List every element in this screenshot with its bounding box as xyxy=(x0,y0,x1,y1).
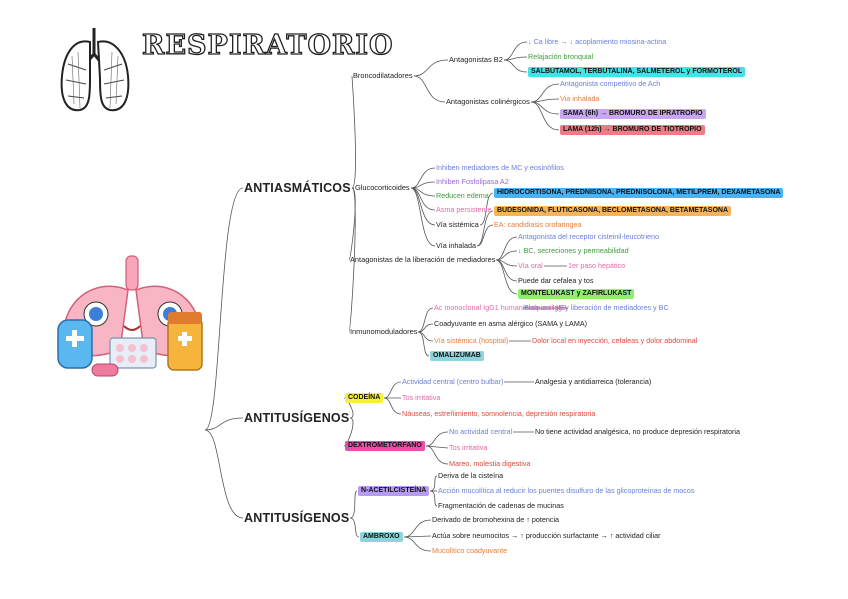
node-antitusigenos2: ANTITUSÍGENOS xyxy=(244,511,350,525)
node-dextro-1: No actividad central xyxy=(449,427,513,436)
connector-broncodilatadores xyxy=(351,75,356,189)
connector-gluco-6b xyxy=(476,224,494,247)
node-colin-4: LAMA (12h) → BROMURO DE TIOTROPIO xyxy=(560,125,705,135)
connector-gluco-1 xyxy=(410,167,436,189)
node-codeina-3: Náuseas, estreñimiento, somnolencia, dep… xyxy=(402,409,596,418)
node-nacetil-3: Fragmentación de cadenas de mucinas xyxy=(438,501,564,510)
connector-inmuno-4 xyxy=(417,331,430,357)
node-leuco: Antagonistas de la liberación de mediado… xyxy=(350,255,496,264)
node-nacetil-2: Acción mucolítica al reducir los puentes… xyxy=(438,486,695,495)
node-gluco-6b: EA: candidiasis orofaringea xyxy=(494,220,582,229)
node-b2-2: Relajación bronquial xyxy=(528,52,594,61)
cartoon-lungs-pills-illustration xyxy=(57,255,203,377)
connector-gluco-6a xyxy=(476,210,494,247)
connector-gluco-5a xyxy=(479,192,494,226)
node-inmuno-3: Vía sistémica (hospital) xyxy=(434,336,509,345)
connector-inmuno-2 xyxy=(417,323,434,333)
node-gluco: Glucocorticoides xyxy=(355,183,410,192)
connector-leuco xyxy=(348,187,356,261)
node-colin: Antagonistas colinérgicos xyxy=(446,97,530,106)
connector-b2-3 xyxy=(503,59,528,73)
node-b2: Antagonistas B2 xyxy=(449,55,503,64)
connector-b2-1 xyxy=(503,41,528,61)
node-nacetil-1: Deriva de la cisteína xyxy=(438,471,504,480)
node-inmuno-3a: Dolor local en inyección, cefaleas y dol… xyxy=(532,336,698,345)
node-dextro-1a: No tiene actividad analgésica, no produc… xyxy=(535,427,740,436)
node-leuco-4: Puede dar cefalea y tos xyxy=(518,276,594,285)
connector-b2 xyxy=(413,59,449,77)
node-leuco-3a: 1er paso hepático xyxy=(568,261,626,270)
node-codeina-1: Actividad central (centro bulbar) xyxy=(402,377,504,386)
connector-antitusigenos2 xyxy=(204,429,244,519)
connector-ambroxo-3 xyxy=(403,536,432,552)
node-antiasmaticos: ANTIASMÁTICOS xyxy=(244,181,351,195)
connector-colin xyxy=(413,75,446,103)
node-inmuno-1: Ac monoclonal IgG1 humanizado anti-IgE xyxy=(434,303,567,312)
node-colin-3: SAMA (6h) → BROMURO DE IPRATROPIO xyxy=(560,109,706,119)
lungs-sketch-icon xyxy=(60,28,130,112)
node-leuco-5: MONTELUKAST y ZAFIRLUKAST xyxy=(518,289,635,299)
node-codeina: CODEÍNA xyxy=(345,393,384,403)
node-broncodilatadores: Broncodilatadores xyxy=(353,71,413,80)
connector-leuco-4 xyxy=(495,259,518,282)
node-gluco-4: Asma persistente xyxy=(436,205,492,214)
node-gluco-3: Reducen edema xyxy=(436,191,489,200)
node-gluco-5a: HIDROCORTISONA, PREDNISONA, PREDNISOLONA… xyxy=(494,188,784,198)
connector-inmuno-1 xyxy=(417,307,434,333)
connector-ambroxo-2 xyxy=(403,535,432,538)
connector-codeina-3 xyxy=(383,397,402,415)
node-dextro: DEXTROMETORFANO xyxy=(345,441,425,451)
node-gluco-6a: BUDESONIDA, FLUTICASONA, BECLOMETASONA, … xyxy=(494,206,731,216)
connector-inmuno xyxy=(348,187,356,333)
node-nacetil: N-ACETILCISTEÍNA xyxy=(358,486,430,496)
connector-gluco-6 xyxy=(410,187,436,247)
connector-colin-4 xyxy=(530,101,560,131)
node-inmuno-1a: Bloquea IgE y liberación de mediadores y… xyxy=(524,303,669,312)
node-inmuno-4: OMALIZUMAB xyxy=(430,351,484,361)
node-gluco-6: Vía inhalada xyxy=(436,241,476,250)
connector-dextro-1 xyxy=(425,431,449,447)
node-inmuno-2: Coadyuvante en asma alérgico (SAMA y LAM… xyxy=(434,319,588,328)
node-gluco-5: Vía sistémica xyxy=(436,220,479,229)
connector-ambroxo-1 xyxy=(403,519,432,538)
connector-colin-2 xyxy=(530,98,560,103)
node-ambroxo-3: Mucolítico coadyuvante xyxy=(432,546,508,555)
connector-dextro-3 xyxy=(425,445,449,465)
connector-codeina-1 xyxy=(383,381,402,399)
connector-nacetil-3 xyxy=(429,490,438,507)
connector-colin-1 xyxy=(530,83,560,103)
node-colin-2: Via inhalada xyxy=(560,94,600,103)
connector-leuco-1 xyxy=(495,236,518,261)
node-codeina-2: Tos irritativa xyxy=(402,393,441,402)
connector-antiasmaticos xyxy=(204,187,244,431)
node-leuco-3: Vía oral xyxy=(518,261,543,270)
node-dextro-2: Tos irritativa xyxy=(449,443,488,452)
node-dextro-3: Mareo, molestia digestiva xyxy=(449,459,531,468)
node-antitusigenos1: ANTITUSÍGENOS xyxy=(244,411,350,425)
page-title: RESPIRATORIO xyxy=(141,29,394,61)
node-leuco-2: ↓ BC, secreciones y permeabilidad xyxy=(518,246,629,255)
node-ambroxo-1: Derivado de bromohexina de ↑ potencia xyxy=(432,515,560,524)
connector-ambroxo xyxy=(349,517,360,538)
connector-antitusigenos1 xyxy=(204,417,244,431)
node-gluco-1: Inhiben mediadores de MC y eosinófilos xyxy=(436,163,564,172)
connector-nacetil-1 xyxy=(429,475,438,492)
node-gluco-2: Inhiben Fosfolipasa A2 xyxy=(436,177,509,186)
node-leuco-1: Antagonista del receptor cisteinil-leuco… xyxy=(518,232,660,241)
connector-leuco-5 xyxy=(495,259,518,295)
connector-colin-3 xyxy=(530,101,560,115)
node-ambroxo-2: Actúa sobre neumocitos → ↑ producción su… xyxy=(432,531,661,540)
node-inmuno: Inmunomoduladores xyxy=(350,327,418,336)
node-b2-1: ↓ Ca libre → ↓ acoplamiento miosina-acti… xyxy=(528,37,667,46)
node-codeina-1a: Analgesia y antidiarreica (tolerancia) xyxy=(535,377,652,386)
node-b2-3: SALBUTAMOL, TERBUTALINA, SALMETEROL y FO… xyxy=(528,67,746,77)
node-ambroxo: AMBROXO xyxy=(360,532,403,542)
connector-leuco-2 xyxy=(495,250,518,261)
connector-nacetil xyxy=(349,490,358,519)
node-colin-1: Antagonista competitivo de Ach xyxy=(560,79,661,88)
connector-dextro-2 xyxy=(425,445,449,449)
connector-b2-2 xyxy=(503,56,528,61)
